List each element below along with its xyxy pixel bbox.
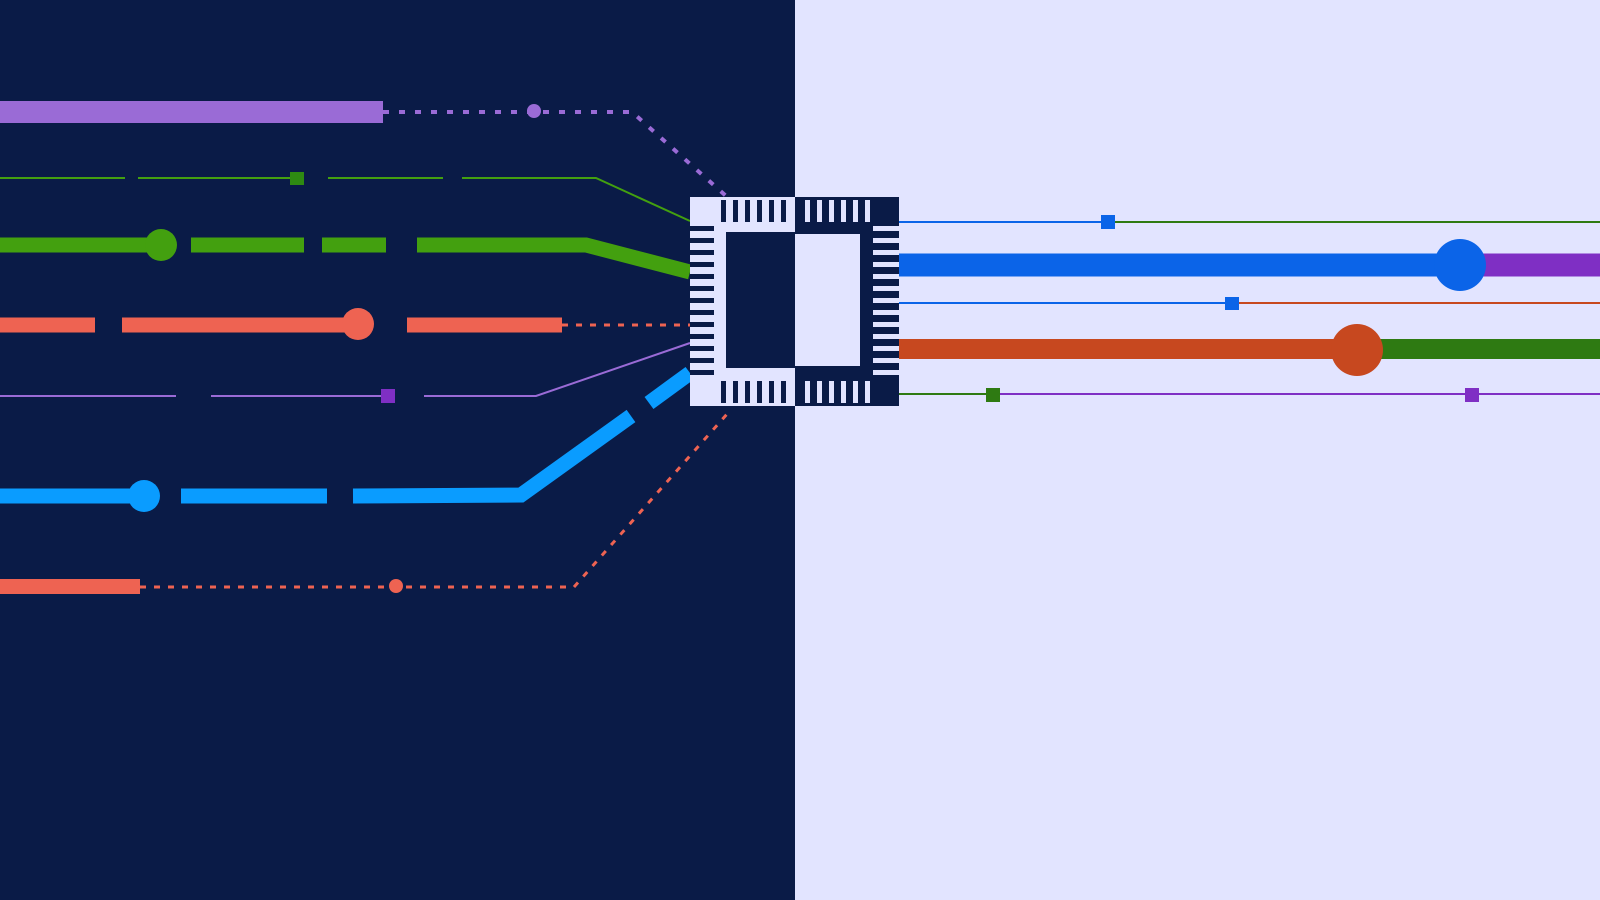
right-line-1 <box>898 215 1600 229</box>
chip-top-pins <box>721 200 870 222</box>
chip-die-outline <box>726 232 862 368</box>
right-line-5 <box>898 388 1600 402</box>
right-line-3 <box>898 297 1600 310</box>
microchip-icon <box>690 197 899 406</box>
left-line-blue <box>0 366 695 512</box>
chip-left-pins <box>690 226 714 375</box>
left-line-coral-2 <box>0 413 729 594</box>
left-signal-lines <box>0 101 729 594</box>
right-signal-lines <box>898 215 1600 402</box>
chip-bottom-pins <box>721 381 870 403</box>
left-line-purple-thin <box>0 342 691 403</box>
left-line-purple-1 <box>0 101 728 198</box>
left-line-green-thin <box>0 172 691 222</box>
right-line-4 <box>898 324 1600 376</box>
left-line-coral-1 <box>0 308 690 340</box>
chip-die-right <box>795 233 861 367</box>
chip-die-left <box>727 233 795 367</box>
dark-panel <box>0 0 795 900</box>
right-line-2 <box>898 239 1600 291</box>
left-line-green-thick <box>0 229 692 280</box>
chip-right-pins <box>873 226 899 375</box>
light-panel <box>795 0 1600 900</box>
